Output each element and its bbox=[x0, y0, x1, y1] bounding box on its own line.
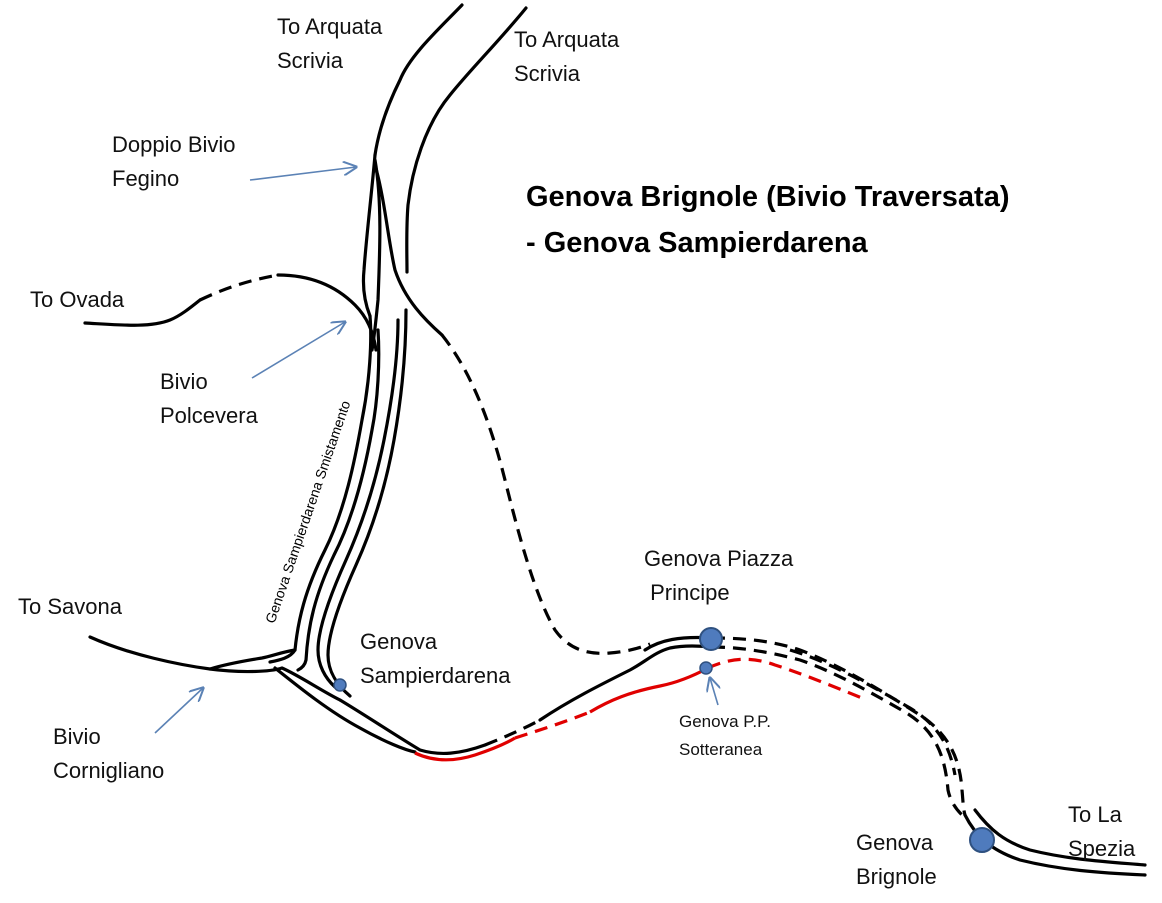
line-fegino-east bbox=[373, 163, 444, 337]
label-brignole: Genova Brignole bbox=[856, 830, 937, 889]
line-cornigliano-dashed bbox=[484, 718, 541, 747]
line-new-solid-mid bbox=[589, 666, 709, 714]
label-arquata-east: To Arquata Scrivia bbox=[514, 27, 620, 86]
station-brignole bbox=[969, 827, 995, 853]
line-sampierdarena-main-lower bbox=[338, 698, 487, 755]
line-cornigliano-link bbox=[208, 648, 297, 671]
line-principe-east-3 bbox=[789, 648, 957, 776]
label-piazza-principe: Genova Piazza Principe bbox=[644, 546, 794, 605]
label-savona: To Savona bbox=[18, 594, 122, 619]
label-sampierdarena: Genova Sampierdarena bbox=[360, 629, 511, 688]
arrow-doppio-bivio bbox=[249, 167, 356, 181]
label-pp-sotteranea: Genova P.P. Sotteranea bbox=[679, 712, 772, 759]
station-piazza-principe bbox=[699, 627, 723, 651]
line-principe-approach-2 bbox=[538, 644, 714, 722]
line-bypass-dashed bbox=[440, 334, 651, 655]
line-fegino-west bbox=[361, 153, 377, 318]
arrow-pp-sotteranea bbox=[710, 678, 718, 706]
line-ovada-east bbox=[276, 273, 378, 352]
line-ovada-dashed bbox=[199, 273, 279, 302]
line-principe-east-2 bbox=[711, 645, 964, 817]
label-ovada: To Ovada bbox=[30, 287, 125, 312]
label-arquata-west: To Arquata Scrivia bbox=[277, 14, 383, 73]
line-ovada-west bbox=[83, 298, 202, 327]
map-title-line1: Genova Brignole (Bivio Traversata) bbox=[526, 181, 1010, 213]
arrow-bivio-cornigliano bbox=[154, 688, 203, 734]
line-arquata-east bbox=[405, 6, 528, 274]
station-pp-sotteranea bbox=[699, 661, 713, 675]
line-arquata-west bbox=[373, 3, 464, 157]
label-bivio-cornigliano: Bivio Cornigliano bbox=[53, 724, 165, 783]
station-sampierdarena bbox=[333, 678, 347, 692]
line-laspezia-2 bbox=[973, 808, 1147, 867]
line-smistamento-4 bbox=[326, 308, 408, 698]
line-new-dashed-east bbox=[707, 657, 863, 700]
arrow-bivio-polcevera bbox=[251, 322, 345, 379]
label-bivio-polcevera: Bivio Polcevera bbox=[160, 369, 258, 428]
map-title-line2: - Genova Sampierdarena bbox=[526, 227, 868, 259]
line-new-solid-west bbox=[414, 736, 516, 762]
line-sampierdarena-main-upper bbox=[273, 666, 417, 754]
line-smistamento-2 bbox=[296, 328, 381, 672]
line-new-dashed-west bbox=[514, 710, 591, 740]
label-la-spezia: To La Spezia bbox=[1068, 802, 1136, 861]
line-savona bbox=[88, 635, 342, 702]
line-smistamento-3 bbox=[316, 318, 400, 689]
label-doppio-bivio: Doppio Bivio Fegino bbox=[112, 132, 236, 191]
